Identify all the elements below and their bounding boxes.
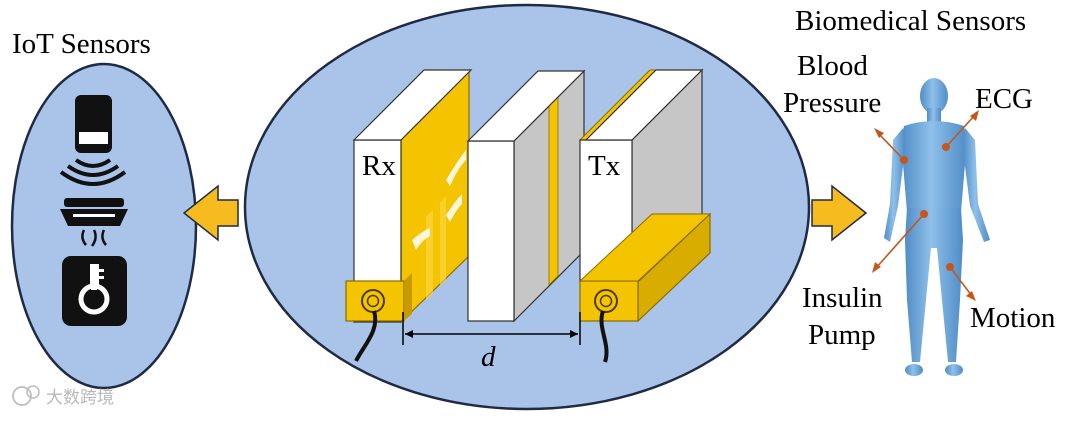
distance-label: d bbox=[481, 341, 496, 373]
tx-label: Tx bbox=[588, 150, 621, 182]
rx-label: Rx bbox=[362, 150, 396, 182]
watermark-text: 大数跨境 bbox=[46, 388, 114, 408]
smoke-detector-icon bbox=[60, 198, 128, 247]
middle-slab bbox=[466, 69, 586, 323]
human-body-icon bbox=[884, 78, 990, 376]
biomedical-sensors-title: Biomedical Sensors bbox=[795, 5, 1026, 37]
blood-pressure-label-line1: Blood bbox=[797, 50, 868, 82]
motion-sensor-icon bbox=[59, 95, 127, 186]
tx-block bbox=[578, 68, 712, 363]
sensor-pointers bbox=[872, 110, 979, 301]
left-arrow bbox=[182, 184, 239, 242]
blood-pressure-label-line2: Pressure bbox=[783, 87, 881, 119]
iot-sensors-title: IoT Sensors bbox=[12, 28, 151, 60]
rx-block bbox=[345, 68, 473, 362]
insulin-label-line1: Insulin bbox=[802, 282, 883, 314]
ecg-label: ECG bbox=[975, 83, 1033, 115]
insulin-label-line2: Pump bbox=[808, 319, 876, 351]
right-arrow bbox=[811, 184, 868, 242]
smart-lock-icon bbox=[62, 256, 127, 326]
distance-marker bbox=[402, 312, 581, 345]
motion-label: Motion bbox=[970, 302, 1056, 334]
watermark: 大数跨境 bbox=[12, 385, 114, 408]
